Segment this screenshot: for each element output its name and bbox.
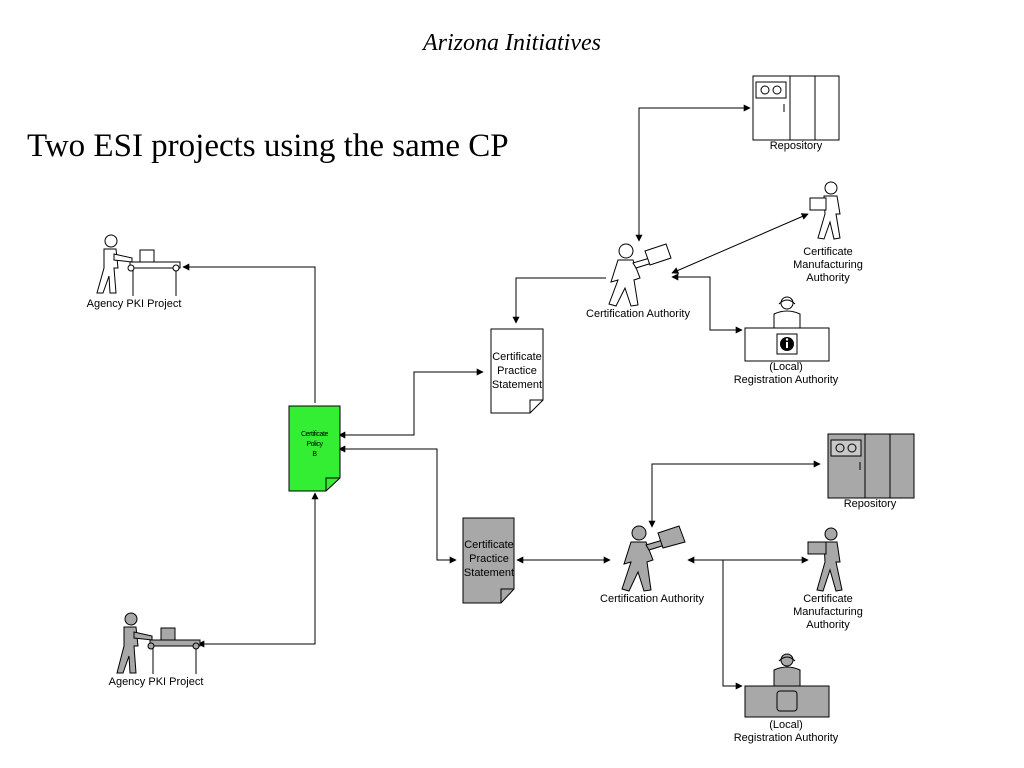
connector-repo-ca-upper [635, 104, 751, 242]
repository-lower-label: Repository [843, 498, 897, 510]
slide-heading: Two ESI projects using the same CP [27, 128, 509, 164]
cps-upper-label: Certificate Practice Statement [488, 350, 546, 392]
connector-ra-ca-upper [671, 273, 743, 334]
connector-ra-ca-lower [722, 560, 743, 690]
cma-lower-icon [807, 527, 843, 592]
cma-upper-line: Manufacturing [793, 259, 863, 271]
agency-bottom-worker-icon [116, 612, 201, 674]
policy-label-line: Policy [306, 441, 323, 448]
cma-lower-label: Certificate Manufacturing Authority [778, 593, 878, 632]
policy-label-line: Certificate [300, 431, 329, 438]
ra-lower-label: (Local) Registration Authority [726, 719, 846, 745]
agency-top-label: Agency PKI Project [86, 298, 182, 310]
ra-lower-desk-icon [744, 653, 830, 718]
connectors [182, 104, 821, 690]
ca-lower-label: Certification Authority [600, 593, 704, 605]
ra-upper-desk-icon [744, 296, 830, 362]
connector-policy-agency-top [182, 263, 316, 403]
policy-label: Certificate Policy B [289, 430, 340, 460]
policy-document-icon [288, 405, 341, 492]
cps-upper-line: Certificate [492, 351, 542, 363]
cma-upper-line: Certificate [803, 246, 853, 258]
repository-upper-label: Repository [769, 140, 823, 152]
connector-repo-ca-lower [648, 460, 821, 528]
agency-bottom-label: Agency PKI Project [108, 676, 204, 688]
connector-cps-ca-upper [512, 277, 606, 324]
cps-upper-document-icon [490, 328, 544, 414]
connector-policy-agency-bottom [197, 492, 319, 648]
ra-upper-label: (Local) Registration Authority [726, 361, 846, 387]
ca-upper-icon [608, 243, 672, 307]
agency-top-worker-icon [96, 234, 181, 296]
repository-upper-icon [752, 75, 840, 141]
cps-upper-line: Practice [497, 365, 537, 377]
ra-upper-line: (Local) [769, 361, 803, 373]
ra-lower-line: Registration Authority [733, 732, 839, 744]
ra-lower-line: (Local) [769, 719, 803, 731]
connector-cma-ca-upper [671, 213, 809, 274]
policy-label-line: B [312, 451, 317, 458]
repository-lower-icon [827, 433, 915, 499]
cma-upper-label: Certificate Manufacturing Authority [778, 246, 878, 285]
connector-policy-cps-upper [338, 368, 484, 439]
cps-lower-line: Practice [469, 553, 509, 565]
ca-lower-icon [621, 525, 686, 592]
cps-lower-line: Certificate [464, 539, 514, 551]
cps-lower-document-icon [462, 517, 515, 604]
cma-lower-line: Certificate [803, 593, 853, 605]
cps-lower-line: Statement [463, 567, 515, 579]
cma-lower-line: Manufacturing [793, 606, 863, 618]
cps-lower-label: Certificate Practice Statement [459, 538, 519, 580]
cma-lower-line: Authority [806, 619, 850, 631]
ra-upper-line: Registration Authority [733, 374, 839, 386]
slide-title: Arizona Initiatives [423, 30, 601, 56]
connector-policy-cps-lower [338, 445, 457, 564]
cps-upper-line: Statement [491, 379, 543, 391]
cma-upper-line: Authority [806, 272, 850, 284]
cma-upper-icon [809, 181, 841, 240]
ca-upper-label: Certification Authority [586, 308, 690, 320]
